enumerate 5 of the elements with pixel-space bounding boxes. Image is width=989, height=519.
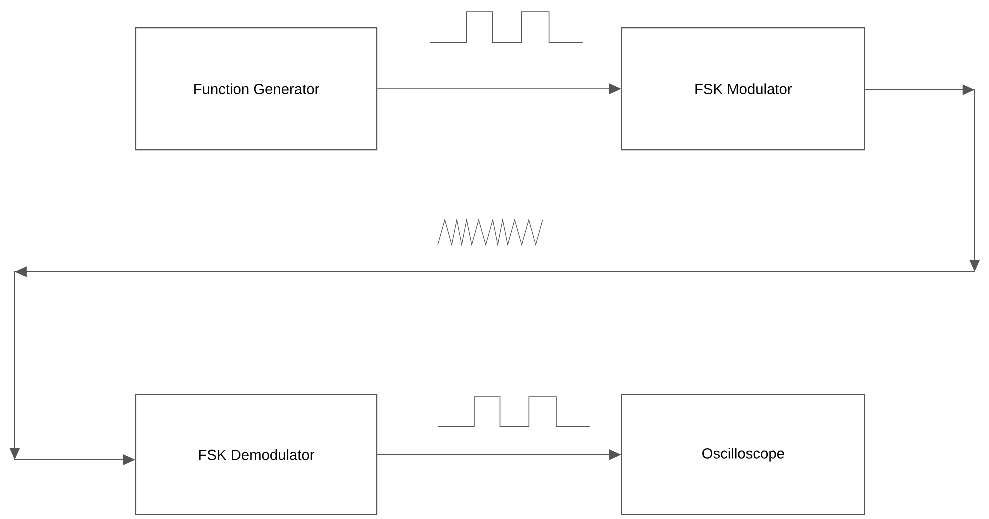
process-box: FSK Demodulator bbox=[135, 394, 378, 516]
arrow bbox=[10, 84, 980, 466]
process-box: Oscilloscope bbox=[621, 394, 866, 516]
process-box: FSK Modulator bbox=[621, 28, 866, 151]
process-box: Function Generator bbox=[135, 28, 378, 151]
